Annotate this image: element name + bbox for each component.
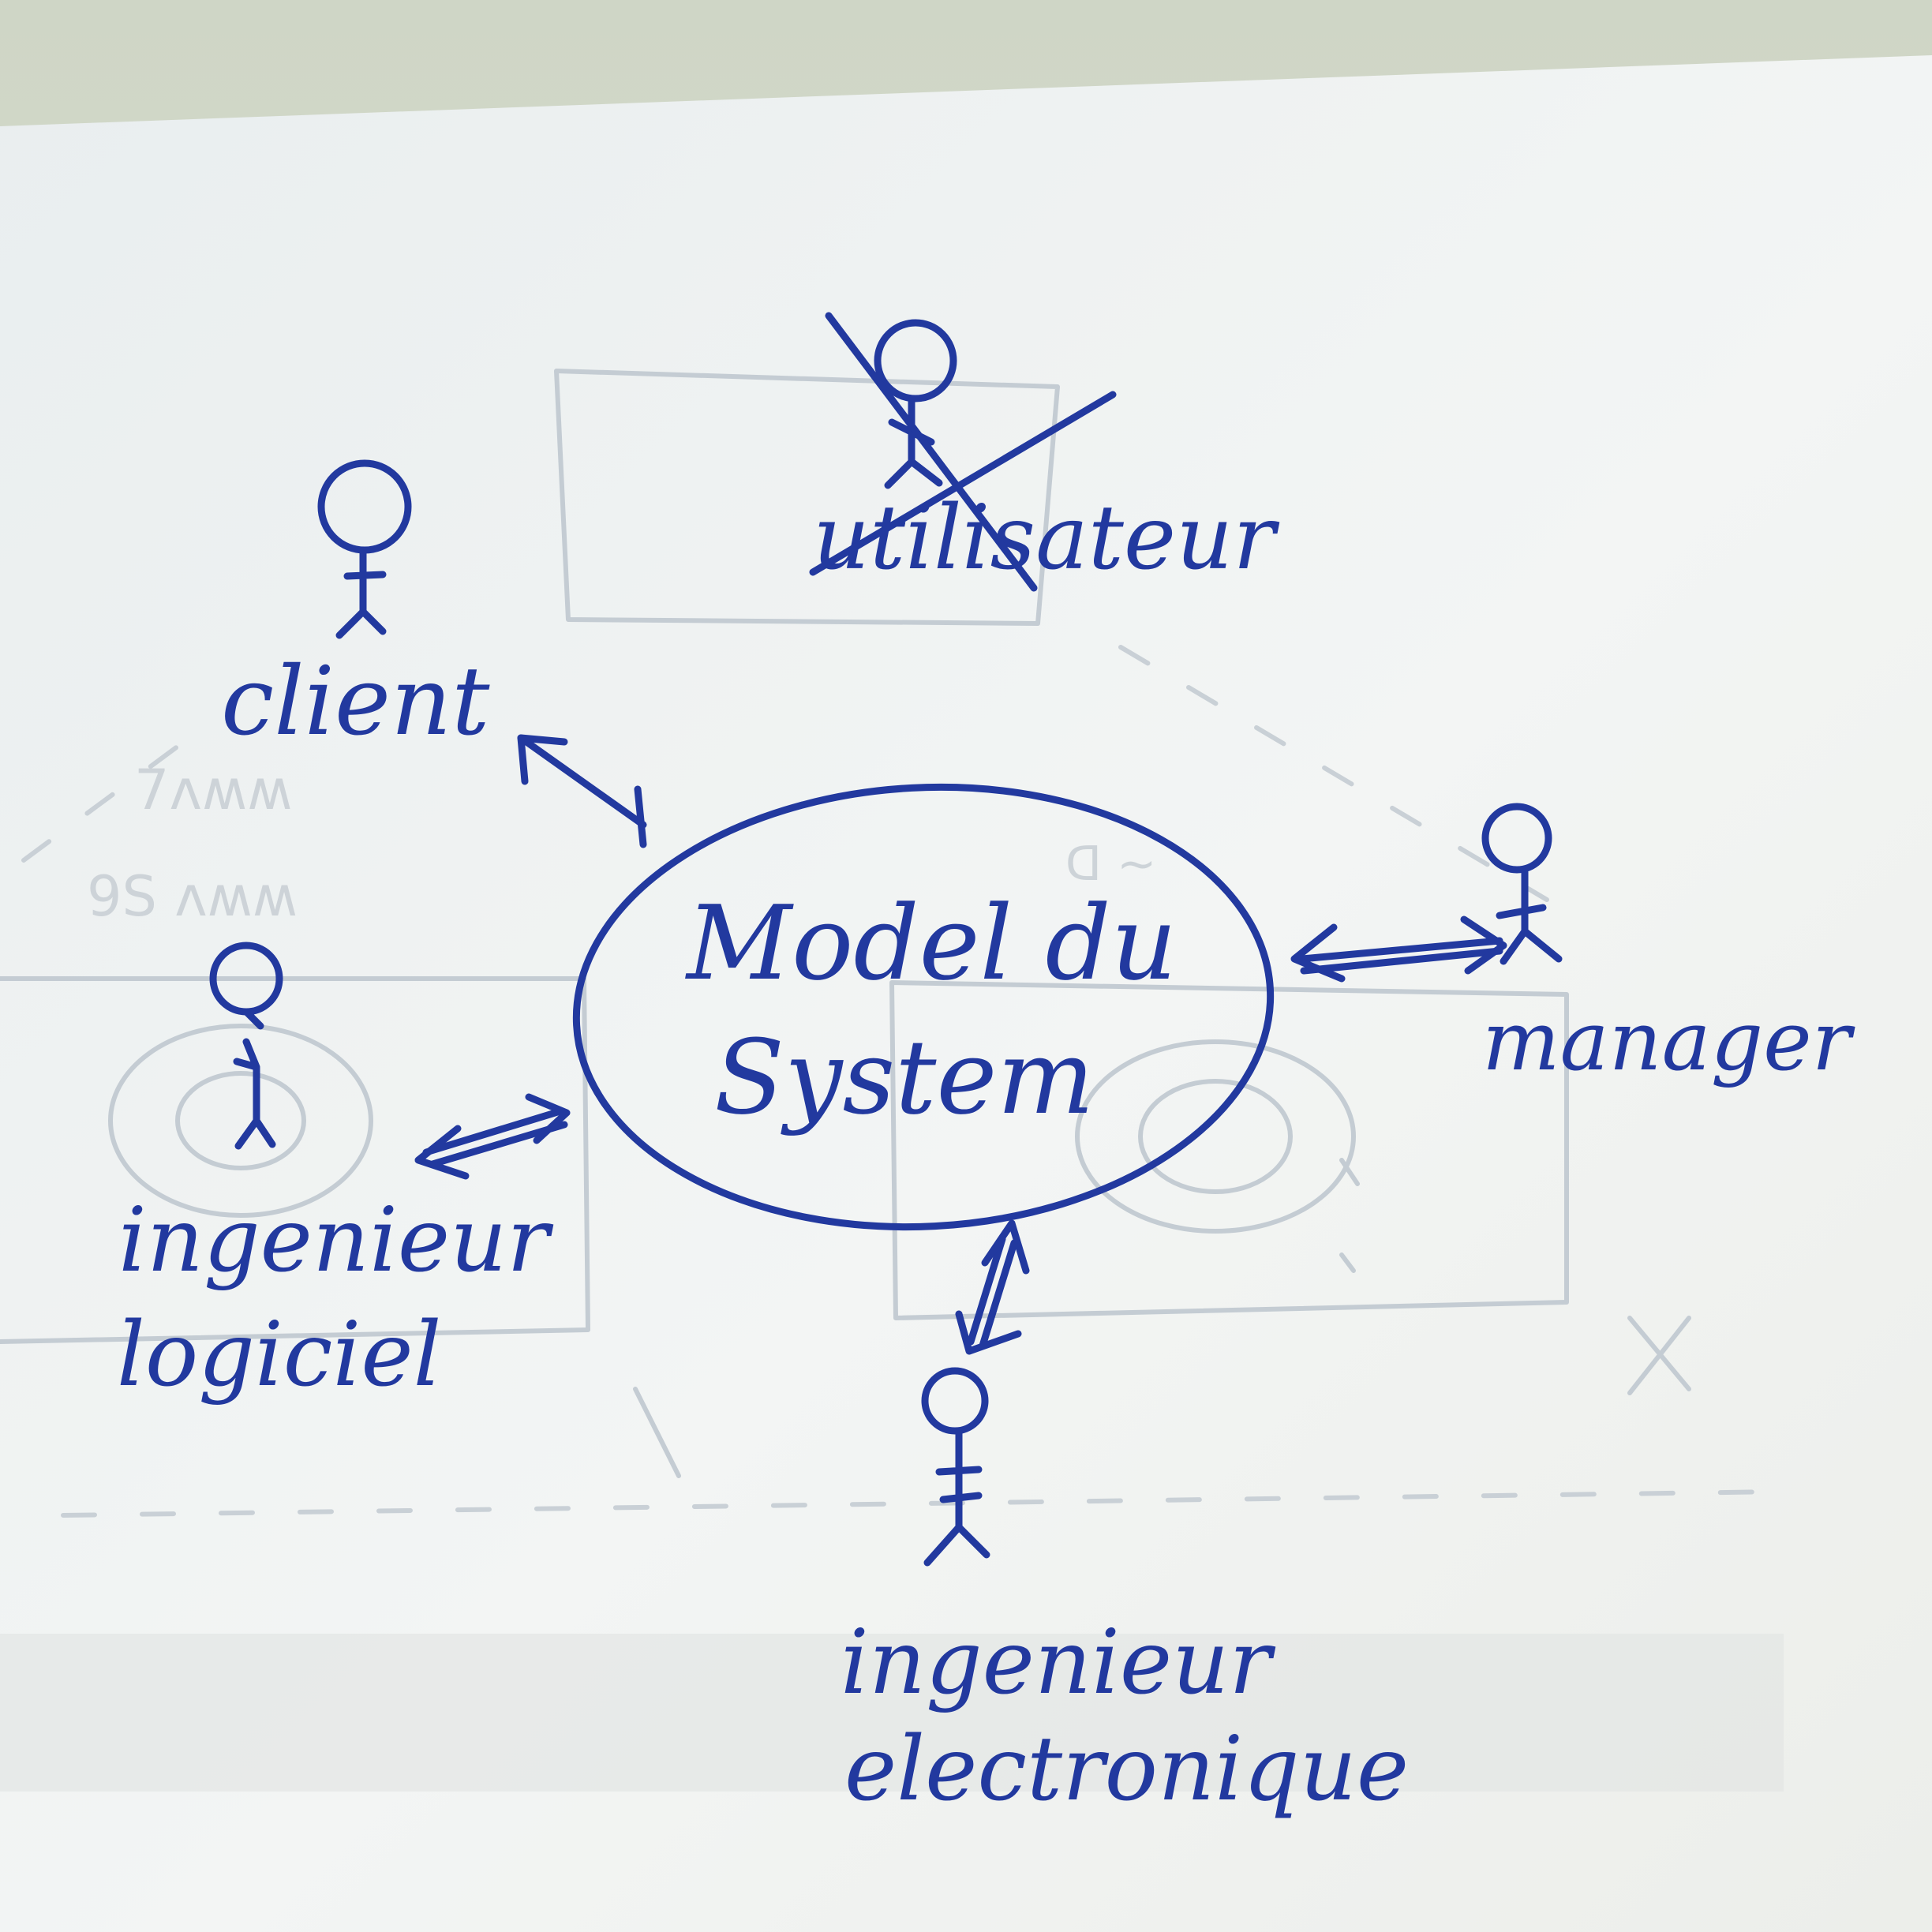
actor-manager: manager xyxy=(1481,803,1855,1089)
system-label-line1: Model du xyxy=(685,883,1177,1003)
system-use-case: Model du System xyxy=(572,783,1275,1231)
arrow-logiciel-system xyxy=(414,1093,571,1180)
strike-line-1 xyxy=(825,312,1038,592)
actor-body xyxy=(1496,868,1563,965)
paper-sheet xyxy=(0,55,1932,1932)
system-label-line2: System xyxy=(714,1017,1095,1137)
actor-ingenieur-logiciel: ingenieur logiciel xyxy=(117,942,554,1406)
paper-shadow-band xyxy=(0,1634,1784,1792)
actor-ingenieur-logiciel-line2: logiciel xyxy=(117,1304,441,1406)
actor-ingenieur-electronique: ingenieur electronique xyxy=(841,1367,1409,1821)
svg-text:7ʌʍʍ: 7ʌʍʍ xyxy=(134,758,292,822)
associations xyxy=(414,734,1507,1355)
svg-text:9S ʌʍʍ: 9S ʌʍʍ xyxy=(87,864,298,929)
actor-body xyxy=(335,546,387,639)
actor-ingenieur-electronique-line2: electronique xyxy=(844,1718,1409,1821)
arrow-manager-system xyxy=(1290,915,1507,983)
actor-utilisateur: utilisateur xyxy=(809,312,1280,592)
arrow-client-system xyxy=(517,734,647,848)
arrow-electronique-system xyxy=(955,1219,1030,1355)
actor-head xyxy=(921,1367,989,1435)
actor-manager-label: manager xyxy=(1482,993,1855,1089)
actor-head xyxy=(1481,803,1552,874)
actor-ingenieur-logiciel-line1: ingenieur xyxy=(118,1189,554,1292)
show-through-marks: 7ʌʍʍ 9S ʌʍʍ ᗡ ~ xyxy=(0,369,1786,1518)
strike-line-2 xyxy=(809,391,1117,576)
svg-text:ᗡ ~: ᗡ ~ xyxy=(1065,837,1156,892)
actor-ingenieur-electronique-line1: ingenieur xyxy=(841,1612,1276,1714)
actor-head xyxy=(874,319,957,402)
actor-utilisateur-label: utilisateur xyxy=(813,487,1280,590)
actor-client: client xyxy=(221,459,490,757)
system-ellipse xyxy=(572,783,1275,1231)
actor-client-label: client xyxy=(221,647,490,757)
actor-body xyxy=(923,1428,990,1567)
actor-body xyxy=(233,1008,276,1150)
